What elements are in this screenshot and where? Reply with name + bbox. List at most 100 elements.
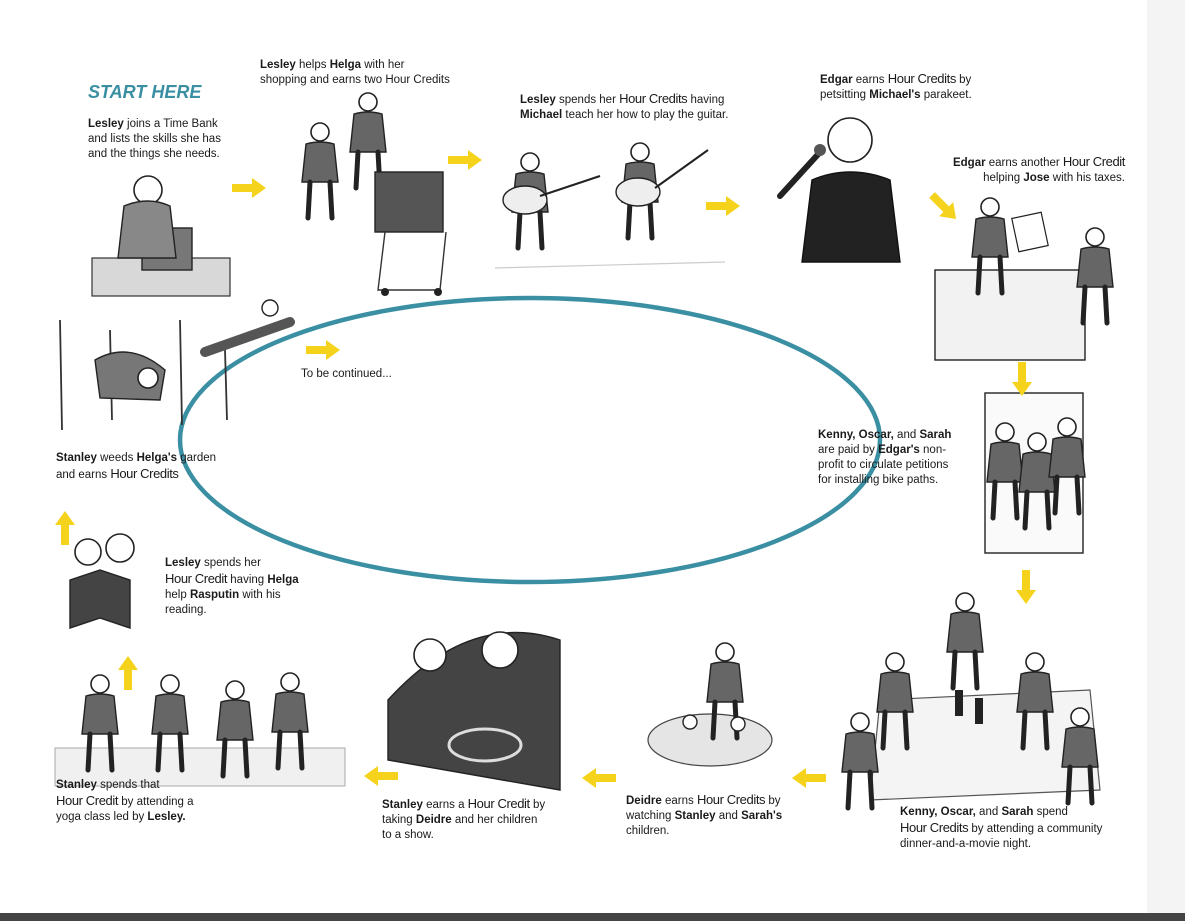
caption-text: parakeet. <box>920 89 972 101</box>
page-edge <box>1147 0 1185 913</box>
caption-text: helps <box>295 59 330 71</box>
hour-credit-term: Hour Credits <box>900 820 969 835</box>
caption-text: non- <box>919 444 947 456</box>
arrow-5 <box>1012 362 1032 396</box>
person-name: Edgar's <box>878 444 920 456</box>
person-name: Edgar <box>820 74 853 86</box>
caption-text: with his <box>239 589 281 601</box>
person-name: Sarah <box>1001 806 1034 818</box>
person-name: Stanley <box>56 452 97 464</box>
tax-help-illustration <box>934 198 1113 361</box>
caption-text: children. <box>626 825 670 837</box>
caption-text: earns <box>661 795 697 807</box>
arrow-3 <box>706 196 740 216</box>
caption-text: petsitting <box>820 89 870 101</box>
person-name: Deidre <box>626 795 662 807</box>
start-here-label: START HERE <box>88 82 202 102</box>
caption-text: by attending a community <box>968 823 1103 835</box>
caption-text: to a show. <box>382 829 434 841</box>
step-1-caption: Lesley joins a Time Bank and lists the sk… <box>88 117 221 162</box>
caption-text: yoga class led by <box>56 811 148 823</box>
person-name: Lesley <box>520 94 556 106</box>
caption-text: weeds <box>96 452 137 464</box>
caption-text: having <box>227 574 268 586</box>
caption-text: teach her how to play the guitar. <box>562 109 729 121</box>
caption-text: spend <box>1033 806 1068 818</box>
hour-credit-term: Hour Credits <box>887 71 957 86</box>
hour-credit-term: Hour Credit <box>1062 154 1125 169</box>
hour-credit-term: Hour Credit <box>165 571 228 586</box>
caption-text: and earns <box>56 469 111 481</box>
caption-text: by <box>955 74 972 86</box>
arrow-7 <box>792 768 826 788</box>
person-name: Rasputin <box>189 589 240 601</box>
caption-text: and <box>715 810 742 822</box>
caption-text: dinner-and-a-movie night. <box>900 838 1032 850</box>
arrow-9 <box>364 766 398 786</box>
cycle-ring <box>177 295 883 585</box>
caption-text: earns a <box>422 799 468 811</box>
edgar-parakeet-illustration <box>777 117 901 263</box>
step-8-caption: Deidre earns Hour Credits by watching Sta… <box>626 792 782 839</box>
caption-text: profit to circulate petitions <box>818 459 949 471</box>
caption-text: help <box>165 589 190 601</box>
person-name: Michael <box>520 109 563 121</box>
caption-text: joins a Time Bank <box>123 118 218 130</box>
caption-text: taking <box>382 814 416 826</box>
caption-text: earns <box>852 74 888 86</box>
caption-text: by attending a <box>118 796 194 808</box>
caption-text: and lists the skills she has <box>88 133 221 145</box>
person-name: Helga <box>329 59 362 71</box>
bottom-bar <box>0 913 1185 921</box>
babysitting-illustration <box>647 643 773 767</box>
caption-text: spends that <box>96 779 160 791</box>
arrow-10 <box>118 656 138 690</box>
person-name: Helga's <box>136 452 178 464</box>
lesley-computer-illustration <box>91 175 231 297</box>
caption-text: having <box>687 94 725 106</box>
caption-text: for installing bike paths. <box>818 474 939 486</box>
caption-text: spends her <box>555 94 620 106</box>
person-name: Helga <box>267 574 299 586</box>
person-name: Stanley <box>674 810 716 822</box>
arrow-continue <box>306 340 340 360</box>
caption-text: and her children <box>451 814 538 826</box>
caption-text: are paid by <box>818 444 879 456</box>
person-name: Michael's <box>869 89 921 101</box>
caption-text: watching <box>626 810 675 822</box>
hour-credit-term: Hour Credit <box>467 796 530 811</box>
person-name: Kenny, Oscar, <box>900 806 976 818</box>
caption-text: spends her <box>200 557 261 569</box>
arrow-1 <box>232 178 266 198</box>
caption-text: and <box>893 429 920 441</box>
community-dinner-illustration <box>842 593 1101 808</box>
arrow-2 <box>448 150 482 170</box>
caption-text: and <box>975 806 1002 818</box>
caption-text: garden <box>177 452 217 464</box>
hour-credit-term: Hour Credits <box>619 91 688 106</box>
step-4-caption: Edgar earns Hour Credits by petsitting Mi… <box>820 71 972 103</box>
person-name: Lesley <box>88 118 124 130</box>
caption-text: by <box>765 795 781 807</box>
hour-credit-term: Hour Credits <box>696 792 766 807</box>
person-name: Jose <box>1023 172 1050 184</box>
hour-credit-term: Hour Credit <box>56 793 119 808</box>
person-name: Lesley <box>165 557 201 569</box>
person-name: Lesley. <box>147 811 186 823</box>
caption-text: helping <box>983 172 1024 184</box>
person-name: Deidre <box>415 814 452 826</box>
caption-text: by <box>529 799 546 811</box>
arrow-8 <box>582 768 616 788</box>
arrow-4 <box>924 187 964 227</box>
person-name: Stanley <box>56 779 97 791</box>
caption-text: shopping and earns two <box>260 74 386 86</box>
